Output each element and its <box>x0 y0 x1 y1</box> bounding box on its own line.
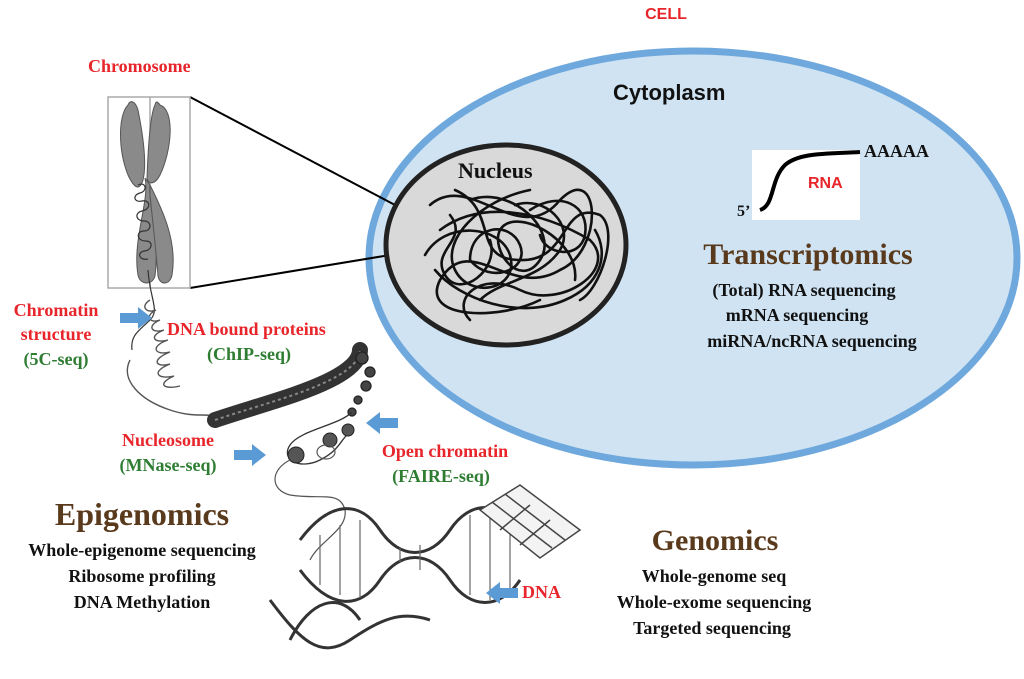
chromosome-shape <box>120 101 174 284</box>
solenoid-fiber <box>207 342 376 428</box>
nucleus-label: Nucleus <box>458 158 533 183</box>
chromosome-frame <box>107 96 191 289</box>
rna-label: RNA <box>808 175 843 192</box>
epigenomics-item: Ribosome profiling <box>68 566 216 586</box>
dna-label: DNA <box>522 582 561 602</box>
rna-five-prime: 5’ <box>737 203 751 220</box>
transcriptomics-item: mRNA sequencing <box>725 305 869 325</box>
zoom-line-top <box>189 96 396 206</box>
genomics-item: Whole-exome sequencing <box>616 592 812 612</box>
cytoplasm-label: Cytoplasm <box>613 80 726 105</box>
arrow-open-chromatin <box>366 412 398 434</box>
rna-strand <box>759 150 861 212</box>
nucleosome-method: (MNase-seq) <box>119 455 217 475</box>
genomics-title: Genomics <box>651 524 779 557</box>
epigenomics-title: Epigenomics <box>54 496 230 532</box>
transcriptomics-item: (Total) RNA sequencing <box>712 280 896 300</box>
epigenomics-item: DNA Methylation <box>73 592 211 612</box>
rna-panel <box>752 150 860 220</box>
dna-bound-proteins-label: DNA bound proteins <box>167 319 326 339</box>
chromosome-label: Chromosome <box>88 56 191 76</box>
nucleosome-label: Nucleosome <box>122 430 214 450</box>
linker-dna <box>274 459 346 561</box>
transcriptomics-title: Transcriptomics <box>703 238 913 271</box>
transcriptomics-item: miRNA/ncRNA sequencing <box>707 331 917 351</box>
chromatin-fiber <box>126 299 216 421</box>
chromatin-structure-method: (5C-seq) <box>23 349 89 369</box>
nucleosome-beads <box>286 411 355 465</box>
chromatin-structure-line2: structure <box>20 324 92 344</box>
dna-bound-proteins-method: (ChIP-seq) <box>207 344 291 364</box>
zoom-line-bottom <box>189 254 391 289</box>
open-chromatin-label: Open chromatin <box>381 441 509 461</box>
dna-ladder <box>478 484 582 559</box>
nucleus-chromatin-tangle <box>423 188 610 322</box>
epigenomics-item: Whole-epigenome sequencing <box>28 540 256 560</box>
rna-poly-a: AAAAA <box>864 141 929 161</box>
genomics-item: Whole-genome seq <box>641 566 787 586</box>
open-chromatin-method: (FAIRE-seq) <box>392 466 490 486</box>
cell-label: CELL <box>645 6 687 23</box>
arrow-nucleosome <box>234 444 266 466</box>
chromatin-structure-line1: Chromatin <box>13 300 99 320</box>
genomics-item: Targeted sequencing <box>633 618 791 638</box>
